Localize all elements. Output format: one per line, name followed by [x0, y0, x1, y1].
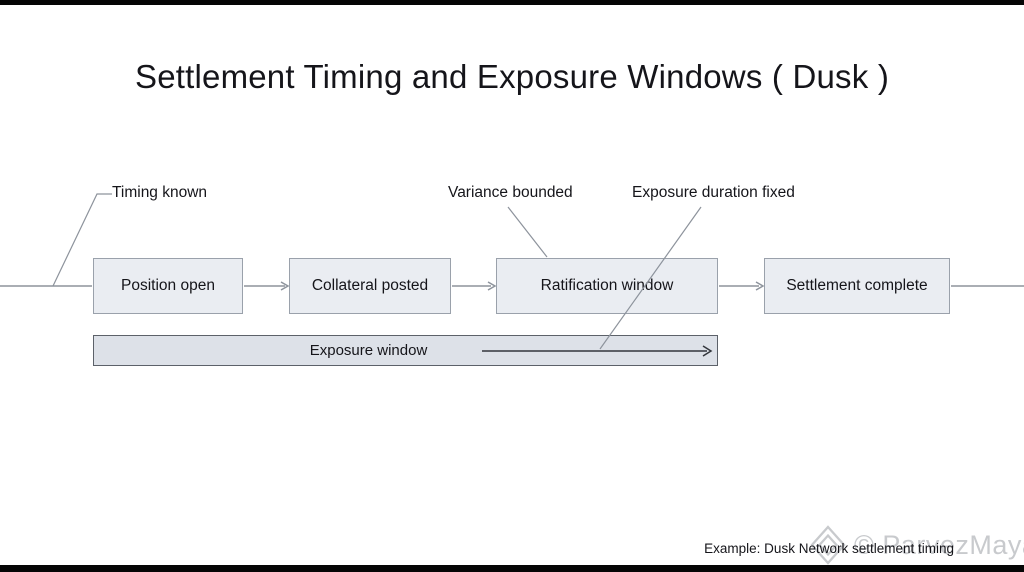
watermark: © ParvezMayar: [810, 524, 1024, 566]
stage-label: Collateral posted: [311, 277, 429, 294]
letterbox-top: [0, 0, 1024, 5]
arrowhead-icon: [280, 281, 290, 291]
stage-label: Position open: [121, 277, 215, 294]
letterbox-bottom: [0, 565, 1024, 572]
stage-box-position-open: Position open: [93, 258, 243, 314]
annotation-exposure-duration-fixed: Exposure duration fixed: [632, 184, 795, 201]
annotation-timing-known: Timing known: [112, 184, 208, 201]
stage-box-settlement-complete: Settlement complete: [764, 258, 950, 314]
stage-box-collateral-posted: Collateral posted: [289, 258, 451, 314]
stage-label: Ratification window: [540, 277, 674, 294]
diamond-gem-icon: [810, 525, 846, 565]
stage-box-ratification-window: Ratification window: [496, 258, 718, 314]
annotation-variance-bounded: Variance bounded: [448, 184, 573, 201]
exposure-window-bar: Exposure window: [93, 335, 718, 366]
callout-line-variance-bounded: [507, 206, 548, 258]
arrowhead-icon: [487, 281, 497, 291]
caption: Example: Dusk Network settlement timing: [704, 541, 954, 556]
arrowhead-icon: [755, 281, 765, 291]
stage-label: Settlement complete: [786, 277, 928, 294]
exposure-window-label: Exposure window: [309, 342, 428, 359]
watermark-text: © ParvezMayar: [854, 529, 1024, 560]
slide-title: Settlement Timing and Exposure Windows (…: [134, 58, 890, 95]
